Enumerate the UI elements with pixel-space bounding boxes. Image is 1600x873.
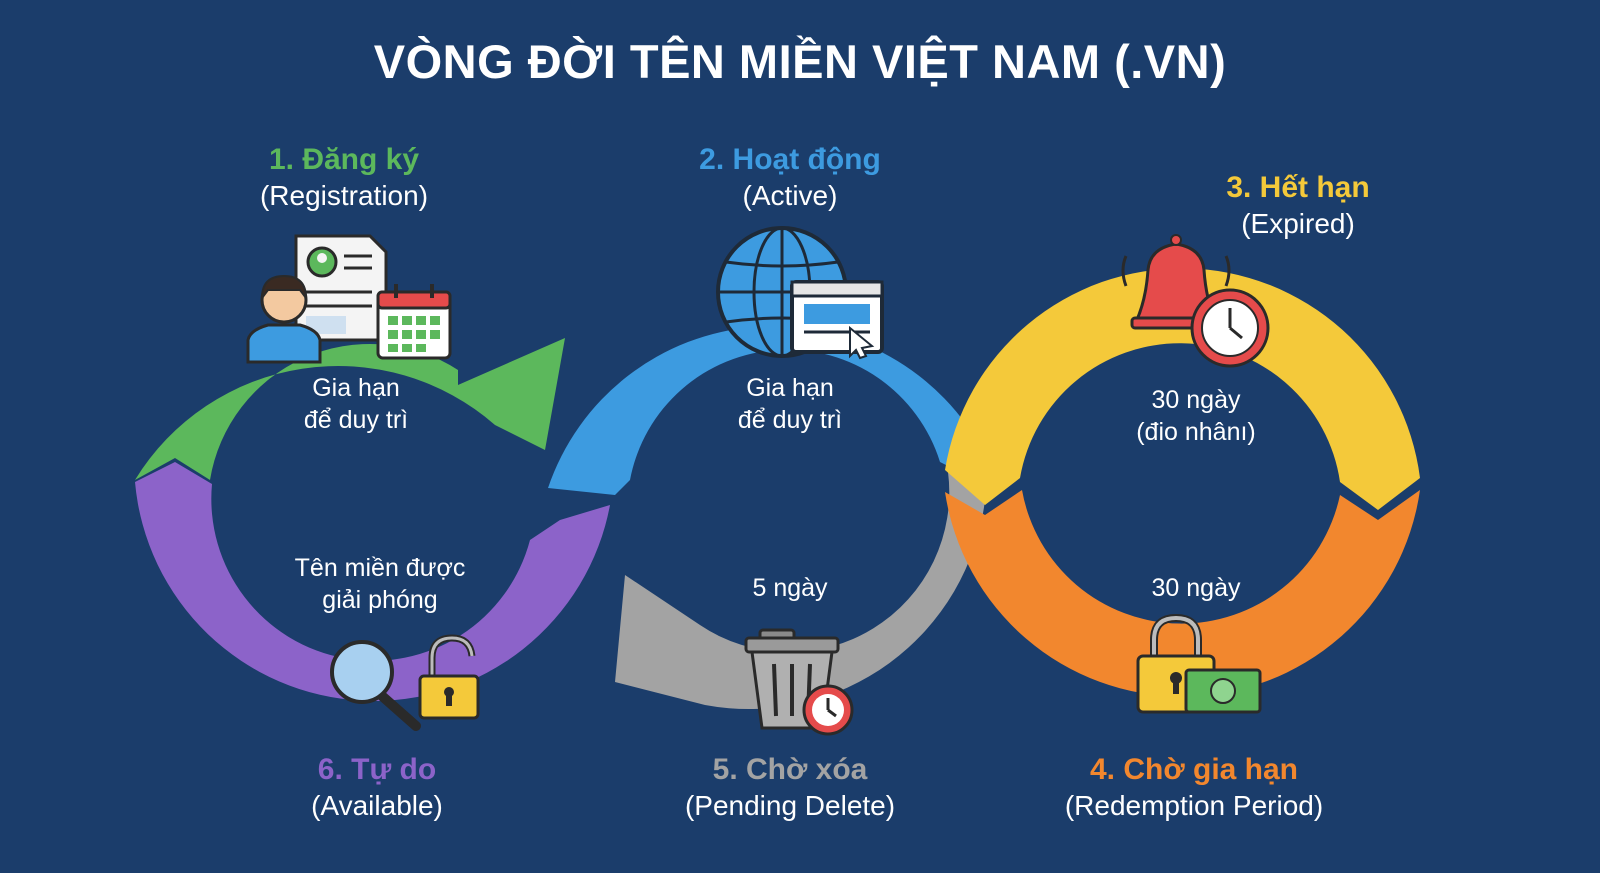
stage-redemption: 4. Chờ gia hạn (Redemption Period) [1065, 752, 1323, 824]
trash-clock-icon [744, 628, 854, 736]
magnifier-unlock-icon [330, 634, 480, 731]
inner-label-right-bottom: 30 ngày [1151, 574, 1241, 602]
padlock-money-icon [1136, 613, 1262, 714]
stage-name: 6. Tự do [317, 753, 437, 786]
stage-pending-delete: 5. Chờ xóa (Pending Delete) [685, 752, 895, 824]
ring-segment-registration [135, 338, 565, 480]
inner-label-left-top: Gia hạn để duy trì [303, 374, 409, 434]
stage-expired: 3. Hết hạn (Expired) [1226, 170, 1369, 242]
stage-name: 4. Chờ gia hạn [1089, 753, 1299, 786]
globe-browser-icon [716, 226, 884, 360]
stage-available: 6. Tự do (Available) [311, 752, 443, 824]
stage-subtitle: (Pending Delete) [684, 790, 896, 821]
stage-subtitle: (Registration) [259, 180, 429, 211]
stage-name: 1. Đăng ký [268, 143, 420, 176]
inner-label-middle-bottom: 5 ngày [752, 574, 828, 602]
stage-subtitle: (Expired) [1241, 208, 1355, 239]
stage-subtitle: (Active) [742, 180, 838, 211]
inner-label-middle-top: Gia hạn để duy trì [737, 374, 843, 434]
inner-label-left-bottom: Tên miền được giải phóng [294, 554, 466, 614]
ring-segment-active [548, 326, 985, 495]
ring-segment-pending-delete [615, 472, 985, 710]
alarm-bell-clock-icon [1121, 234, 1270, 368]
page-title: VÒNG ĐỜI TÊN MIỀN VIỆT NAM (.VN) [373, 35, 1227, 88]
stage-subtitle: (Redemption Period) [1064, 790, 1324, 821]
ring-segment-expired [945, 268, 1420, 510]
ring-segment-available [135, 462, 610, 701]
stage-active: 2. Hoạt động (Active) [699, 142, 881, 214]
stage-name: 3. Hết hạn [1226, 171, 1370, 204]
stage-registration: 1. Đăng ký (Registration) [260, 142, 428, 214]
stage-name: 2. Hoạt động [699, 143, 881, 176]
stage-subtitle: (Available) [311, 790, 443, 821]
ring-segment-redemption [945, 490, 1420, 697]
inner-label-right-top: 30 ngày (đio nhânı) [1136, 386, 1256, 446]
registration-form-calendar-icon [246, 234, 452, 364]
stage-name: 5. Chờ xóa [712, 753, 868, 786]
